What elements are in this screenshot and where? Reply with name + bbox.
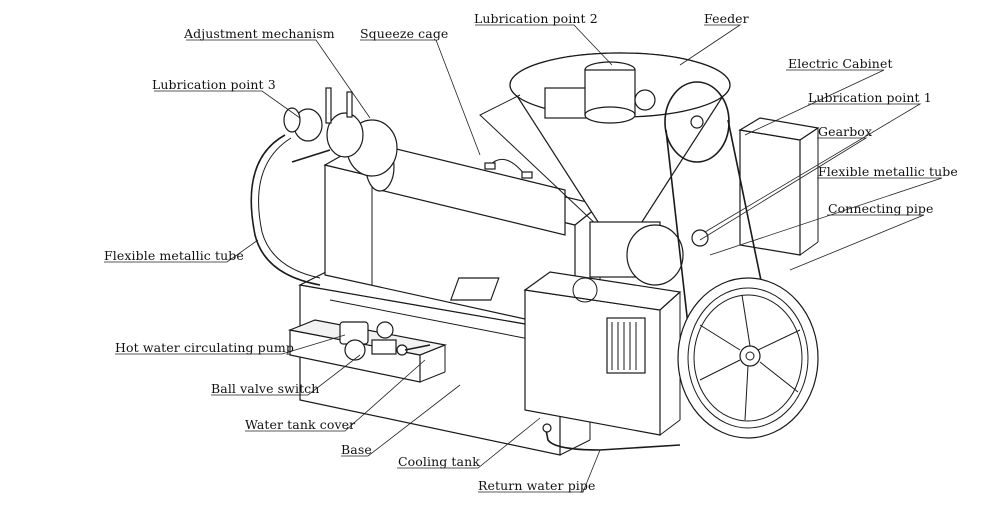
label-water-tank-cover: Water tank cover <box>245 417 356 432</box>
label-squeeze-cage: Squeeze cage <box>360 26 449 41</box>
label-electric-cabinet: Electric Cabinet <box>788 56 893 71</box>
adjustment-mechanism <box>283 87 398 177</box>
vent-grille <box>606 317 646 374</box>
label-lubrication-point-1: Lubrication point 1 <box>808 90 932 105</box>
label-return-water-pipe: Return water pipe <box>478 478 596 493</box>
label-adjustment-mechanism: Adjustment mechanism <box>184 26 335 41</box>
motor-box <box>449 271 682 436</box>
label-base: Base <box>341 442 372 457</box>
belt-drive <box>664 81 766 326</box>
label-cooling-tank: Cooling tank <box>398 454 480 469</box>
gearbox <box>589 221 709 286</box>
label-flexible-metallic-tube-right: Flexible metallic tube <box>818 164 958 179</box>
label-flexible-metallic-tube-left: Flexible metallic tube <box>104 248 244 263</box>
label-lubrication-point-3: Lubrication point 3 <box>152 77 276 92</box>
label-connecting-pipe: Connecting pipe <box>828 201 934 216</box>
flexible-tube-left <box>250 134 321 286</box>
feeder-hopper <box>479 52 731 229</box>
label-feeder: Feeder <box>704 11 749 26</box>
label-hot-water-circulating-pump: Hot water circulating pump <box>115 340 294 355</box>
electric-cabinet <box>738 117 820 256</box>
label-gearbox: Gearbox <box>818 124 873 139</box>
label-lubrication-point-2: Lubrication point 2 <box>474 11 598 26</box>
leader-lines <box>104 24 943 493</box>
label-ball-valve-switch: Ball valve switch <box>211 381 320 396</box>
pulley-wheel <box>677 277 819 439</box>
